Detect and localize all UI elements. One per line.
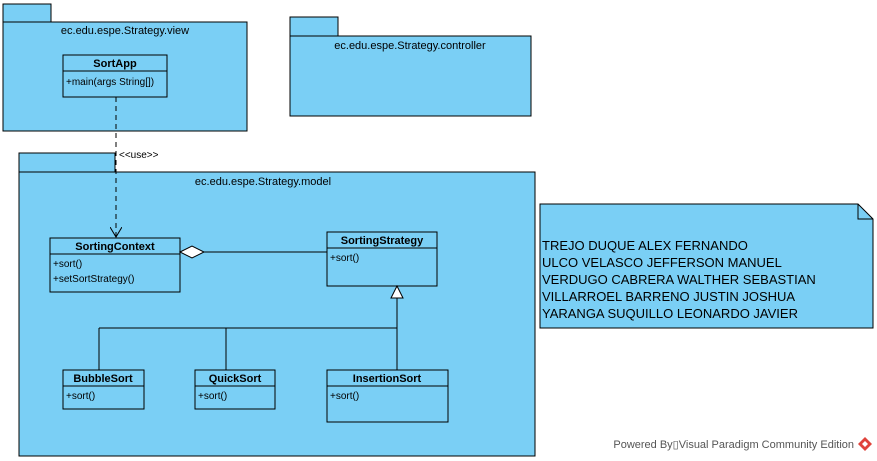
note-fold-icon xyxy=(857,204,873,220)
class-bubblesort-box xyxy=(62,369,145,410)
note-line: ULCO VELASCO JEFFERSON MANUEL xyxy=(542,255,782,270)
class-sortingstrategy-box xyxy=(326,231,438,287)
class-insertionsort-name: InsertionSort xyxy=(353,373,422,385)
class-insertionsort[interactable]: InsertionSort +sort() xyxy=(326,369,449,423)
class-bubblesort[interactable]: BubbleSort +sort() xyxy=(62,369,145,410)
class-sortapp[interactable]: SortApp +main(args String[]) xyxy=(62,54,168,98)
class-insertionsort-box xyxy=(326,369,449,423)
aggregation-diamond-icon xyxy=(178,245,206,259)
note-line: TREJO DUQUE ALEX FERNANDO xyxy=(542,238,748,253)
class-sortapp-name: SortApp xyxy=(93,58,137,70)
class-sortingstrategy[interactable]: SortingStrategy +sort() xyxy=(326,231,438,287)
class-sortingcontext-box xyxy=(49,237,181,293)
footer-watermark: Powered By▯Visual Paradigm Community Edi… xyxy=(613,437,872,451)
package-controller-body xyxy=(289,35,532,117)
package-model-title: ec.edu.espe.Strategy.model xyxy=(195,176,331,188)
class-sortingcontext[interactable]: SortingContext +sort() +setSortStrategy(… xyxy=(49,237,181,293)
class-sortingstrategy-member: +sort() xyxy=(330,253,359,264)
class-quicksort-member: +sort() xyxy=(198,391,227,402)
class-sortapp-member: +main(args String[]) xyxy=(66,77,154,88)
class-quicksort[interactable]: QuickSort +sort() xyxy=(194,369,276,410)
class-sortingcontext-name: SortingContext xyxy=(75,241,155,253)
class-bubblesort-member: +sort() xyxy=(66,391,95,402)
package-controller-tab xyxy=(289,16,339,37)
class-quicksort-name: QuickSort xyxy=(209,373,262,385)
class-bubblesort-name: BubbleSort xyxy=(73,373,133,385)
note-line: VERDUGO CABRERA WALTHER SEBASTIAN xyxy=(542,272,816,287)
note-line: YARANGA SUQUILLO LEONARDO JAVIER xyxy=(542,306,798,321)
package-model-body xyxy=(18,171,536,457)
package-controller-title: ec.edu.espe.Strategy.controller xyxy=(334,40,486,52)
class-sortapp-box xyxy=(62,54,168,98)
note-authors[interactable]: TREJO DUQUE ALEX FERNANDO ULCO VELASCO J… xyxy=(539,203,874,329)
footer-text: Powered By▯Visual Paradigm Community Edi… xyxy=(613,439,854,451)
package-controller[interactable]: ec.edu.espe.Strategy.controller xyxy=(289,16,532,117)
class-insertionsort-member: +sort() xyxy=(330,391,359,402)
use-stereotype-label: <<use>> xyxy=(119,150,159,161)
class-quicksort-box xyxy=(194,369,276,410)
package-model-tab xyxy=(18,152,116,173)
class-sortingcontext-member: +sort() xyxy=(53,259,82,270)
note-box xyxy=(539,203,874,329)
visual-paradigm-logo-icon xyxy=(858,437,872,451)
package-view-title: ec.edu.espe.Strategy.view xyxy=(61,25,189,37)
note-line: VILLARROEL BARRENO JUSTIN JOSHUA xyxy=(542,289,795,304)
package-view-tab xyxy=(2,3,52,23)
dependency-use[interactable]: <<use>> xyxy=(116,97,159,237)
package-model[interactable]: ec.edu.espe.Strategy.model xyxy=(18,152,536,457)
generalization[interactable] xyxy=(98,284,404,370)
class-sortingcontext-member: +setSortStrategy() xyxy=(53,274,134,285)
aggregation[interactable] xyxy=(178,245,327,259)
class-sortingstrategy-name: SortingStrategy xyxy=(341,235,424,247)
